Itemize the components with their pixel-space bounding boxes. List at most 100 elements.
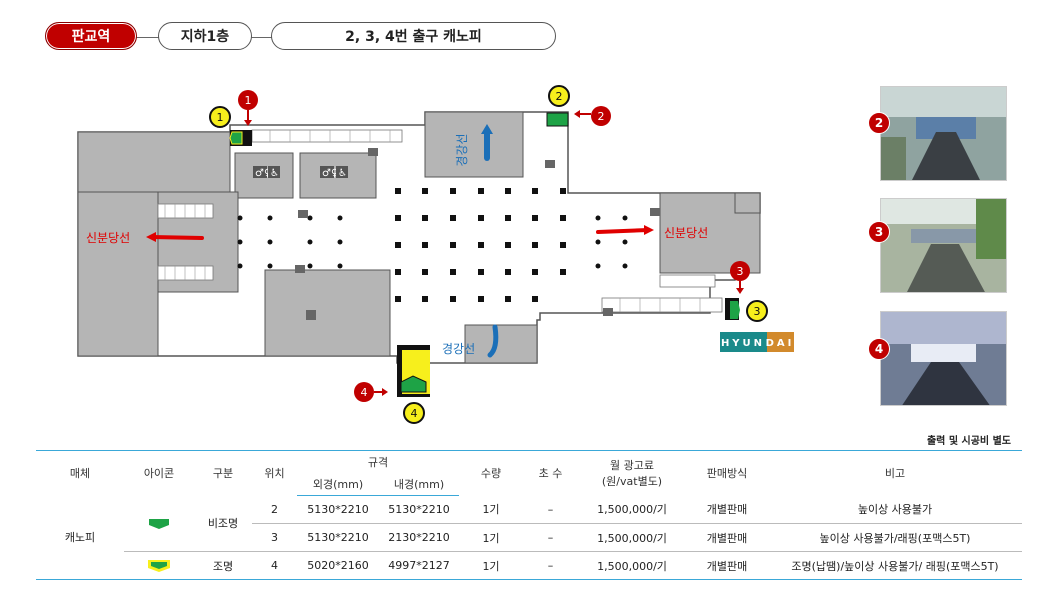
- position-cell: 4: [252, 551, 297, 580]
- icon-cell: [124, 551, 194, 580]
- marker-yellow-3[interactable]: [746, 300, 768, 322]
- canopy-photo-4[interactable]: [880, 311, 1007, 406]
- header-frequency: 초 수: [538, 467, 563, 481]
- floor-map: ♂♀ ♿ ♂♀ ♿ 경강선 경강선 신분당선 신분당선 1: [70, 80, 810, 430]
- escalator-photo-icon: [881, 87, 1006, 180]
- fee-cell: 1,500,000/기: [578, 523, 686, 552]
- outer-cell: 5130*2210: [297, 523, 379, 552]
- marker-yellow-1[interactable]: [209, 106, 231, 128]
- canopy-photo-3[interactable]: [880, 198, 1007, 293]
- header-spec: 규격: [367, 456, 389, 469]
- block: [264, 269, 391, 357]
- header-position: 위치: [264, 467, 285, 481]
- marker-yellow-4[interactable]: [403, 402, 425, 424]
- gyeonggang-bottom-arrow-icon: [487, 324, 499, 358]
- qty-cell: 1기: [459, 523, 523, 552]
- platform-block: [424, 111, 524, 178]
- frequency-cell: –: [523, 523, 578, 552]
- accessible-icon: ♿: [270, 168, 279, 179]
- outer-cell: 5130*2210: [297, 495, 379, 524]
- marker-red-4[interactable]: [354, 382, 374, 402]
- frequency-cell: –: [523, 551, 578, 580]
- block: [77, 131, 231, 193]
- inner-cell: 5130*2210: [379, 495, 459, 524]
- sinbundang-left-label: 신분당선: [86, 231, 130, 245]
- sales-cell: 개별판매: [686, 523, 768, 552]
- photo-badge-4: 4: [868, 338, 890, 360]
- breadcrumb-connector: [125, 37, 165, 38]
- sinbundang-right-arrow-head-icon: [644, 225, 654, 235]
- header-outer: 외경(mm): [297, 473, 379, 496]
- media-cell: 캐노피: [36, 495, 124, 580]
- marker-red-3-label: 3: [737, 265, 744, 278]
- hyundai-sign: [720, 332, 767, 352]
- station-pill[interactable]: 판교역: [45, 22, 137, 50]
- table-row: 3 5130*2210 2130*2210 1기 – 1,500,000/기 개…: [36, 523, 1022, 552]
- header-media: 매체: [69, 467, 91, 481]
- marker-yellow-3-label: 3: [754, 305, 761, 318]
- marker-red-1-label: 1: [245, 94, 252, 107]
- table-row: 조명 4 5020*2160 4997*2127 1기 – 1,500,000/…: [36, 551, 1022, 580]
- escalator-photo-icon: [881, 312, 1006, 405]
- canopy-3-icon[interactable]: [730, 301, 740, 319]
- qty-cell: 1기: [459, 495, 523, 524]
- escalator-steps: [164, 130, 701, 312]
- group-cell: 조명: [194, 551, 252, 580]
- cost-note: 출력 및 시공비 별도: [926, 436, 1011, 447]
- location-pill[interactable]: 2, 3, 4번 출구 캐노피: [271, 22, 556, 50]
- remarks-cell: 높이상 사용불가: [768, 495, 1022, 524]
- floor-pill[interactable]: 지하1층: [158, 22, 252, 50]
- position-cell: 2: [252, 495, 297, 524]
- marker-red-3[interactable]: [730, 261, 750, 281]
- canopy-1-icon[interactable]: [229, 131, 243, 145]
- restroom-icon: ♂♀: [255, 168, 271, 179]
- gyeonggang-top-label: 경강선: [455, 133, 469, 166]
- marker-red-4-label: 4: [361, 386, 368, 399]
- gyeonggang-arrow-head-icon: [481, 124, 493, 134]
- canopy-photo-2[interactable]: [880, 86, 1007, 181]
- header-fee: 월 광고료(원/vat별도): [578, 451, 686, 496]
- brand-label: DAI: [766, 338, 795, 349]
- canopy-2-icon[interactable]: [546, 112, 569, 127]
- position-cell: 3: [252, 523, 297, 552]
- marker-red-1[interactable]: [238, 90, 258, 110]
- sign-icons: [295, 148, 660, 320]
- group-cell: 비조명: [194, 495, 252, 552]
- hyundai-sign: [767, 332, 794, 352]
- frequency-cell: –: [523, 495, 578, 524]
- sales-cell: 개별판매: [686, 551, 768, 580]
- block: [77, 191, 159, 357]
- remarks-cell: 조명(납땜)/높이상 사용불가/ 래핑(포맥스5T): [768, 551, 1022, 580]
- breadcrumb-connector: [245, 37, 275, 38]
- canopy-4-icon[interactable]: [400, 375, 427, 393]
- pillars: [237, 188, 628, 302]
- yellow-markers: 1 2 3 4: [209, 85, 768, 424]
- brand-label: HYUN: [721, 338, 765, 349]
- photo-badge-3: 3: [868, 221, 890, 243]
- ad-spec-table: 매체 아이콘 구분 위치 규격 수량 초 수 월 광고료(원/vat별도) 판매…: [36, 450, 1022, 580]
- marker-yellow-2[interactable]: [548, 85, 570, 107]
- header-remarks: 비고: [884, 467, 906, 481]
- gyeonggang-bottom-label: 경강선: [442, 342, 475, 356]
- header-qty: 수량: [480, 467, 502, 481]
- inner-cell: 4997*2127: [379, 551, 459, 580]
- escalator-photo-icon: [881, 199, 1006, 292]
- header-fee-line1: 월 광고료: [610, 459, 654, 473]
- remarks-cell: 높이상 사용불가/래핑(포맥스5T): [768, 523, 1022, 552]
- fee-cell: 1,500,000/기: [578, 551, 686, 580]
- fee-cell: 1,500,000/기: [578, 495, 686, 524]
- photo-badge-2: 2: [868, 112, 890, 134]
- restroom-icon: ♂♀: [322, 168, 338, 179]
- canopy-lit-icon: [148, 560, 170, 572]
- outer-cell: 5020*2160: [297, 551, 379, 580]
- inner-cell: 2130*2210: [379, 523, 459, 552]
- platform-block: [464, 324, 538, 364]
- canopy-unlit-icon: [149, 518, 169, 529]
- sinbundang-left-arrow-icon: [150, 235, 204, 240]
- marker-red-2[interactable]: [591, 106, 611, 126]
- marker-red-2-label: 2: [598, 110, 605, 123]
- breadcrumb: 판교역 지하1층 2, 3, 4번 출구 캐노피: [45, 22, 565, 52]
- sinbundang-right-label: 신분당선: [664, 226, 708, 240]
- icon-cell: [124, 495, 194, 552]
- header-inner: 내경(mm): [379, 473, 459, 496]
